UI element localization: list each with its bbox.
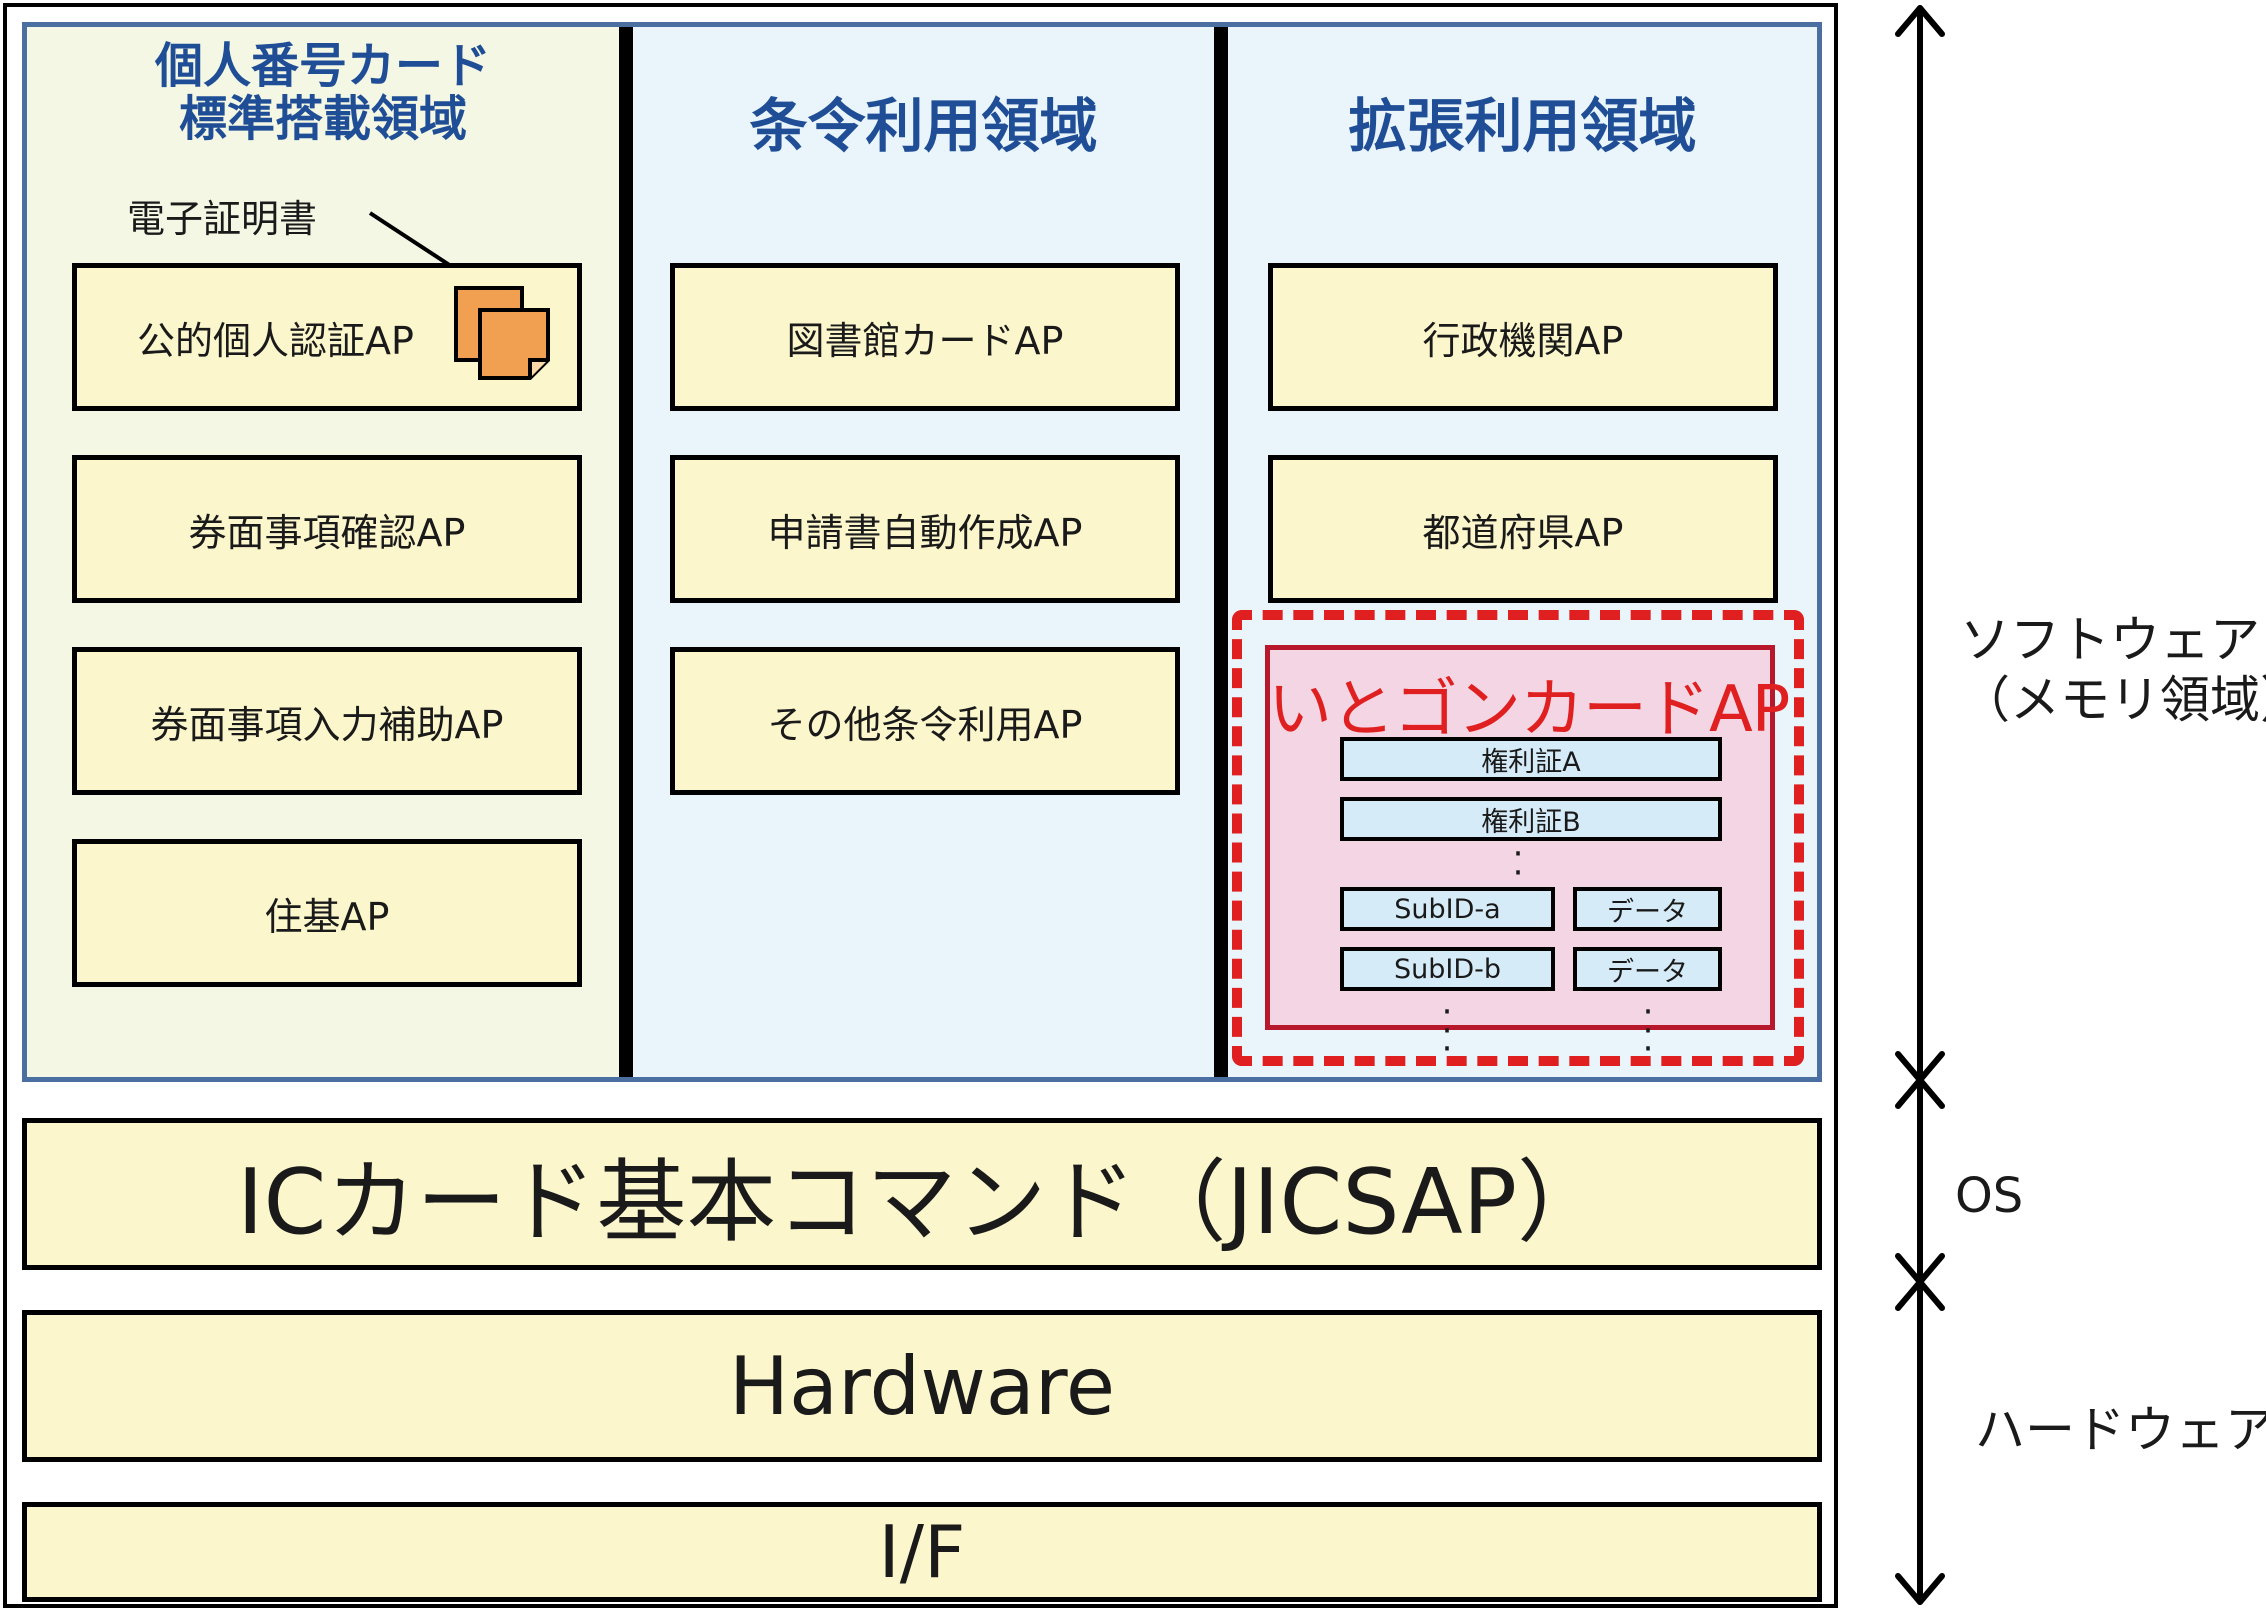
ap-box-library-card: 図書館カードAP: [670, 263, 1180, 411]
ap-label: 行政機関AP: [1422, 318, 1624, 363]
software-label-line2: （メモリ領域）: [1960, 671, 2266, 729]
ap-box-card-face-input-assist: 券面事項入力補助AP: [72, 647, 582, 795]
outer-frame: [3, 3, 1838, 1608]
os-layer: ICカード基本コマンド（JICSAP）: [22, 1118, 1822, 1270]
area-divider: [1214, 27, 1228, 1077]
area-divider: [619, 27, 633, 1077]
subid-b-data-box: データ: [1573, 947, 1722, 991]
hardware-layer-label: Hardware: [728, 1339, 1116, 1433]
rights-label: 権利証A: [1481, 746, 1581, 778]
certificate-label: 電子証明書: [127, 197, 318, 241]
ap-label: 図書館カードAP: [786, 318, 1064, 363]
data-label: データ: [1607, 956, 1688, 988]
ap-label: 都道府県AP: [1422, 510, 1624, 555]
hardware-label: ハードウェア: [1975, 1401, 2266, 1459]
os-label: OS: [1955, 1168, 2024, 1224]
ap-box-auto-application: 申請書自動作成AP: [670, 455, 1180, 603]
ap-box-prefecture: 都道府県AP: [1268, 455, 1778, 603]
ap-label: 券面事項入力補助AP: [150, 702, 504, 747]
itogon-title: いとゴンカードAP: [1268, 673, 1790, 747]
ap-box-juki: 住基AP: [72, 839, 582, 987]
subid-b-box: SubID-b: [1340, 947, 1555, 991]
ap-box-card-face-confirm: 券面事項確認AP: [72, 455, 582, 603]
subid-label: SubID-a: [1394, 893, 1501, 925]
software-label-line1: ソフトウェア: [1960, 611, 2260, 669]
ap-label: 住基AP: [264, 894, 390, 939]
ap-label: 券面事項確認AP: [188, 510, 466, 555]
subid-a-data-box: データ: [1573, 887, 1722, 931]
vertical-ellipsis: ···: [1441, 992, 1453, 1070]
mynumber-area-title: 個人番号カード 標準搭載領域: [27, 40, 619, 146]
ap-label: 申請書自動作成AP: [767, 510, 1083, 555]
extended-area-title: 拡張利用領域: [1348, 92, 1697, 160]
data-label: データ: [1607, 896, 1688, 928]
subid-label: SubID-b: [1393, 953, 1502, 985]
mynumber-area-title-line2: 標準搭載領域: [178, 90, 467, 147]
itogon-highlight-border: [1232, 610, 1804, 1066]
rights-certificate-b: 権利証B: [1340, 797, 1722, 841]
interface-layer-label: I/F: [878, 1510, 966, 1594]
ap-box-other-ordinance: その他条令利用AP: [670, 647, 1180, 795]
ap-label: 公的個人認証AP: [137, 318, 414, 363]
mynumber-area-title-line1: 個人番号カード: [154, 38, 491, 94]
ordinance-area-title: 条令利用領域: [749, 92, 1098, 160]
hardware-layer: Hardware: [22, 1310, 1822, 1462]
rights-certificate-a: 権利証A: [1340, 737, 1722, 781]
vertical-ellipsis: ···: [1642, 992, 1654, 1070]
rights-label: 権利証B: [1481, 806, 1581, 838]
subid-a-box: SubID-a: [1340, 887, 1555, 931]
certificate-icon: [454, 286, 550, 380]
ap-label: その他条令利用AP: [767, 702, 1083, 747]
software-area-frame: [22, 22, 1822, 1082]
software-label: ソフトウェア （メモリ領域）: [1960, 610, 2266, 730]
os-layer-label: ICカード基本コマンド（JICSAP）: [237, 1150, 1607, 1255]
ap-box-government-agency: 行政機関AP: [1268, 263, 1778, 411]
interface-layer: I/F: [22, 1502, 1822, 1602]
layer-range-arrows: [1895, 5, 1945, 1605]
